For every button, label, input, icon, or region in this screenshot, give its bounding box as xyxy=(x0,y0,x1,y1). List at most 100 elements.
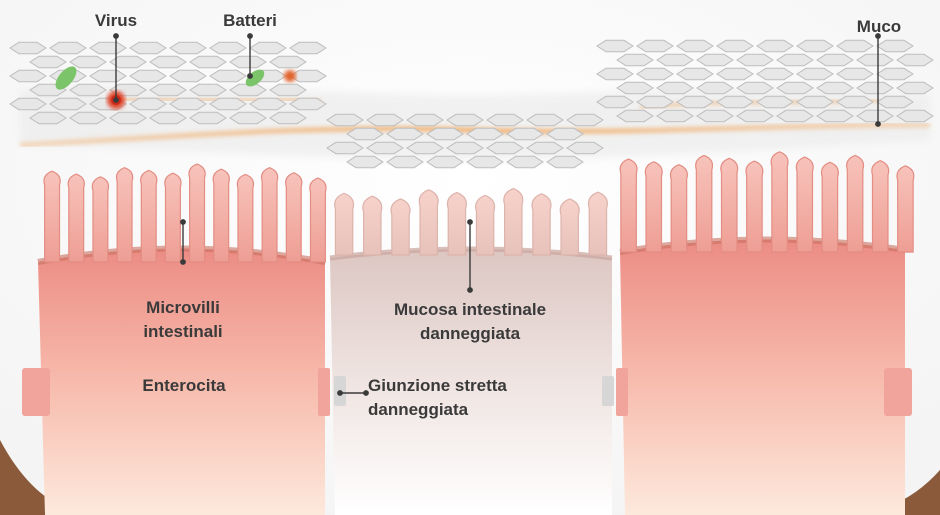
mucus-hexagon xyxy=(717,68,753,79)
mucus-hexagon xyxy=(697,54,733,65)
mucus-hexagon xyxy=(837,40,873,51)
mucus-hexagon xyxy=(387,128,423,139)
microvillus xyxy=(696,155,713,252)
mucus-hexagon xyxy=(857,110,893,121)
mucus-hexagon xyxy=(617,54,653,65)
mucus-hexagon xyxy=(30,56,66,67)
mucus-hexagon xyxy=(190,56,226,67)
mucus-hexagon xyxy=(170,42,206,53)
microvillus xyxy=(310,178,326,262)
label-virus: Virus xyxy=(86,9,146,33)
mucus-hexagon xyxy=(817,82,853,93)
tight-junction-intact xyxy=(318,368,330,416)
microvillus xyxy=(213,169,229,262)
mucus-hexagon xyxy=(447,142,483,153)
mucus-hexagon xyxy=(897,82,933,93)
microvillus xyxy=(363,196,382,255)
mucus-hexagon xyxy=(717,40,753,51)
mucus-hexagon xyxy=(547,156,583,167)
mucus-hexagon xyxy=(877,40,913,51)
microvillus xyxy=(746,161,763,252)
mucus-hexagon xyxy=(837,96,873,107)
mucus-hexagon xyxy=(897,54,933,65)
mucus-hexagon xyxy=(737,54,773,65)
mucus-hexagon xyxy=(210,98,246,109)
mucus-hexagon xyxy=(150,56,186,67)
mucus-hexagon xyxy=(817,54,853,65)
microvillus xyxy=(897,166,914,252)
mucus-hexagon xyxy=(507,156,543,167)
mucus-hexagon xyxy=(407,142,443,153)
mucus-hexagon xyxy=(130,42,166,53)
mucus-hexagon xyxy=(10,98,46,109)
mucus-hexagon xyxy=(777,110,813,121)
mucus-hexagon xyxy=(597,40,633,51)
microvillus xyxy=(44,171,60,262)
mucus-hexagon xyxy=(90,42,126,53)
mucus-hexagon xyxy=(70,56,106,67)
mucus-hexagon xyxy=(487,114,523,125)
mucus-hexagon xyxy=(637,40,673,51)
mucus-hexagon xyxy=(857,82,893,93)
microvillus xyxy=(821,162,838,252)
mucus-hexagon xyxy=(467,128,503,139)
microvillus xyxy=(771,152,788,252)
mucus-hexagon xyxy=(527,114,563,125)
mucus-hexagon xyxy=(447,114,483,125)
mucus-hexagon xyxy=(10,70,46,81)
microvillus xyxy=(419,190,438,255)
mucus-hexagon xyxy=(637,68,673,79)
microvillus xyxy=(620,159,637,252)
label-microvilli: Microvilli intestinali xyxy=(118,296,248,344)
mucus-hexagon xyxy=(250,98,286,109)
mucus-hexagon xyxy=(487,142,523,153)
label-damaged-mucosa-line1: Mucosa intestinale xyxy=(370,298,570,322)
mucus-hexagon xyxy=(617,82,653,93)
microvillus xyxy=(286,173,302,262)
mucus-hexagon xyxy=(597,68,633,79)
microvillus xyxy=(588,192,607,255)
microvillus xyxy=(645,162,662,252)
label-tight-junction-line2: danneggiata xyxy=(368,398,548,422)
mucus-hexagon xyxy=(797,68,833,79)
mucus-hexagon xyxy=(210,70,246,81)
mucus-hexagon xyxy=(697,82,733,93)
mucus-hexagon xyxy=(527,142,563,153)
mucus-hexagon xyxy=(777,82,813,93)
mucus-hexagon xyxy=(210,42,246,53)
mucus-hexagon xyxy=(270,112,306,123)
mucus-hexagon xyxy=(717,96,753,107)
label-tight-junction: Giunzione stretta danneggiata xyxy=(368,374,548,422)
mucus-hexagon xyxy=(290,42,326,53)
microvillus xyxy=(335,193,354,255)
mucus-hexagon xyxy=(677,68,713,79)
inflammation-streak xyxy=(100,98,320,100)
mucus-hexagon xyxy=(757,96,793,107)
mucus-hexagon xyxy=(270,84,306,95)
mucus-hexagon xyxy=(737,110,773,121)
label-microvilli-line1: Microvilli xyxy=(118,296,248,320)
mucus-hexagon xyxy=(367,114,403,125)
microvillus xyxy=(261,168,277,262)
mucus-hexagon xyxy=(597,96,633,107)
mucus-hexagon xyxy=(50,42,86,53)
label-tight-junction-line1: Giunzione stretta xyxy=(368,374,548,398)
mucus-hexagon xyxy=(797,96,833,107)
mucus-hexagon xyxy=(567,142,603,153)
mucus-hexagon xyxy=(70,84,106,95)
enterocyte-right xyxy=(620,239,905,515)
mucus-hexagon xyxy=(10,42,46,53)
microvillus xyxy=(92,177,108,262)
mucus-hexagon xyxy=(387,156,423,167)
microvillus xyxy=(847,155,864,252)
microvillus xyxy=(391,199,410,255)
mucus-hexagon xyxy=(367,142,403,153)
mucus-hexagon xyxy=(837,68,873,79)
mucus-hexagon xyxy=(130,98,166,109)
microvillus xyxy=(116,168,132,262)
mucus-hexagon xyxy=(897,110,933,121)
mucus-hexagon xyxy=(797,40,833,51)
mucus-hexagon xyxy=(90,70,126,81)
microvillus xyxy=(872,161,889,252)
